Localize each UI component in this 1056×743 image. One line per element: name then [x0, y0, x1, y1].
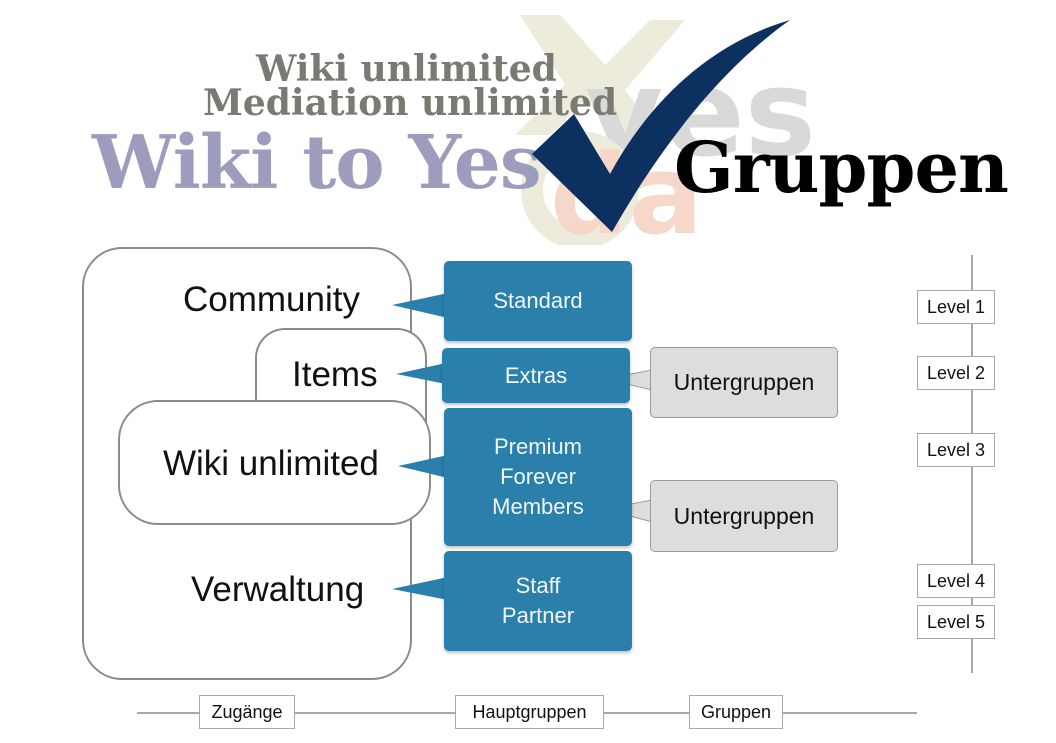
level-5: Level 5 — [917, 605, 995, 639]
sub-group-untergruppen-premium[interactable]: Untergruppen — [650, 480, 838, 552]
access-label-community: Community — [183, 280, 360, 319]
main-group-extras[interactable]: Extras — [442, 348, 630, 403]
main-group-label: Extras — [504, 362, 568, 388]
level-3: Level 3 — [917, 433, 995, 467]
axis-label-gruppen: Gruppen — [689, 695, 783, 729]
sub-group-label: Untergruppen — [673, 502, 815, 529]
main-group-standard[interactable]: Standard — [444, 261, 632, 341]
main-group-staff-partner[interactable]: Staff Partner — [444, 551, 632, 651]
logo-line-wiki-unlimited: Wiki unlimited — [256, 48, 557, 90]
level-4: Level 4 — [917, 564, 995, 598]
main-group-label: Standard — [493, 288, 583, 313]
page-title: Gruppen — [674, 126, 1009, 209]
axis-label-zugaenge: Zugänge — [199, 695, 295, 729]
main-group-label: Members — [492, 494, 584, 519]
access-label-wiki-unlimited: Wiki unlimited — [163, 444, 379, 483]
main-group-label: Forever — [500, 464, 576, 489]
sub-group-label: Untergruppen — [673, 369, 815, 395]
logo-x-letter — [515, 15, 685, 135]
access-box-wiki-unlimited — [118, 400, 431, 525]
main-group-label: Partner — [501, 603, 575, 628]
checkmark-icon — [532, 20, 790, 232]
level-1: Level 1 — [917, 290, 995, 324]
logo-wiki-to-yes: Wiki to Yes — [92, 120, 542, 206]
main-group-label: Premium — [493, 434, 582, 459]
access-label-items: Items — [292, 355, 378, 394]
level-2: Level 2 — [917, 356, 995, 390]
main-group-premium-forever-members[interactable]: Premium Forever Members — [444, 408, 632, 546]
logo-line-mediation-unlimited: Mediation unlimited — [203, 82, 618, 124]
main-group-label: Staff — [515, 573, 561, 598]
axis-label-hauptgruppen: Hauptgruppen — [455, 695, 604, 729]
sub-group-untergruppen-extras[interactable]: Untergruppen — [650, 347, 838, 418]
access-label-verwaltung: Verwaltung — [191, 570, 365, 609]
